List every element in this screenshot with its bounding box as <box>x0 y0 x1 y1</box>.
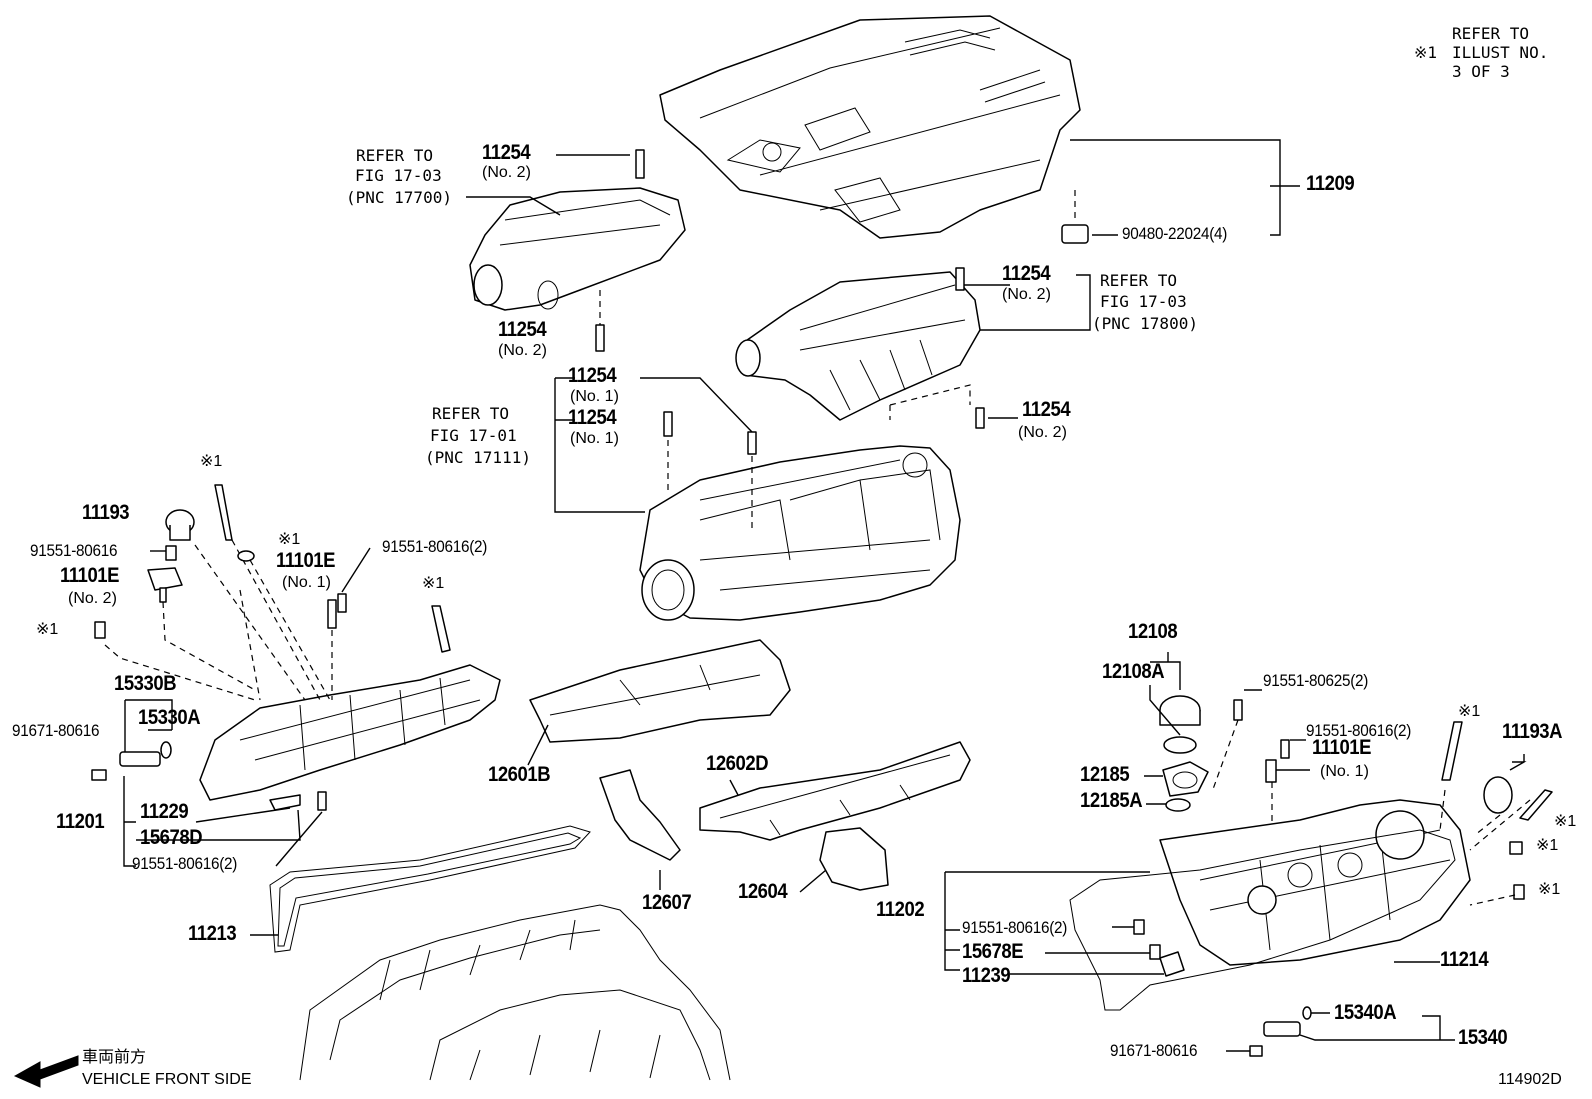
part-11254-no2-a-sub: (No. 2) <box>482 164 531 181</box>
ref-17700-line2: FIG 17-03 <box>355 166 442 185</box>
note-mark-8: ※1 <box>1538 881 1561 898</box>
part-12185[interactable]: 12185 <box>1080 763 1130 786</box>
part-11101E-no2[interactable]: 11101E <box>60 564 120 587</box>
intake-manifold-drawing <box>639 445 961 621</box>
part-11254-no2-b-sub: (No. 2) <box>1002 286 1051 303</box>
part-91671-80616-b[interactable]: 91671-80616 <box>1110 1041 1198 1060</box>
note-mark-4: ※1 <box>36 621 59 638</box>
part-11254-no2-d-sub: (No. 2) <box>1018 424 1067 441</box>
note-mark-1: ※1 <box>200 453 223 470</box>
head-cover-left-drawing <box>199 664 501 801</box>
part-12604[interactable]: 12604 <box>738 880 788 903</box>
note-mark: ※1 <box>1414 43 1438 62</box>
part-11213[interactable]: 11213 <box>188 922 237 945</box>
part-15678D[interactable]: 15678D <box>140 826 203 849</box>
note-mark-6: ※1 <box>1554 813 1577 830</box>
part-11254-no1-b[interactable]: 11254 <box>568 406 617 429</box>
part-11101E-no1-b-sub: (No. 1) <box>1320 763 1369 780</box>
part-11254-no2-c[interactable]: 11254 <box>498 318 547 341</box>
part-11254-no2-b[interactable]: 11254 <box>1002 262 1051 285</box>
note-line2: ILLUST NO. <box>1452 43 1549 62</box>
ref-17800-line3: (PNC 17800) <box>1092 314 1198 333</box>
part-11239[interactable]: 11239 <box>962 964 1011 987</box>
part-12185A[interactable]: 12185A <box>1080 789 1143 812</box>
part-12607[interactable]: 12607 <box>642 891 692 914</box>
part-91671-80616-a[interactable]: 91671-80616 <box>12 721 100 740</box>
ref-17111-line3: (PNC 17111) <box>425 448 531 467</box>
ref-17700-line3: (PNC 17700) <box>346 188 452 207</box>
part-11101E-no1-b[interactable]: 11101E <box>1312 736 1372 759</box>
vehicle-front-arrow-icon <box>13 1055 79 1088</box>
part-91551-80616-2-a[interactable]: 91551-80616(2) <box>382 537 488 556</box>
part-15678E[interactable]: 15678E <box>962 940 1024 963</box>
part-90480-22024[interactable]: 90480-22024(4) <box>1122 224 1228 243</box>
engine-cover-drawing <box>659 15 1081 239</box>
part-11229[interactable]: 11229 <box>140 800 189 823</box>
part-11101E-no1-a[interactable]: 11101E <box>276 549 336 572</box>
note-mark-3: ※1 <box>422 575 445 592</box>
intake-right-drawing <box>735 271 981 421</box>
part-15340A[interactable]: 15340A <box>1334 1001 1397 1024</box>
part-12601B[interactable]: 12601B <box>488 763 551 786</box>
part-11101E-no1-a-sub: (No. 1) <box>282 574 331 591</box>
intake-left-drawing <box>469 187 686 311</box>
part-11254-no2-d[interactable]: 11254 <box>1022 398 1071 421</box>
part-11254-no2-c-sub: (No. 2) <box>498 342 547 359</box>
part-91551-80616-2-c[interactable]: 91551-80616(2) <box>1306 721 1412 740</box>
part-12602D[interactable]: 12602D <box>706 752 769 775</box>
note-line1: REFER TO <box>1452 24 1530 43</box>
part-91551-80616-a[interactable]: 91551-80616 <box>30 541 118 560</box>
part-15330B[interactable]: 15330B <box>114 672 177 695</box>
part-11202[interactable]: 11202 <box>876 898 925 921</box>
part-12108[interactable]: 12108 <box>1128 620 1178 643</box>
ref-17700-line1: REFER TO <box>356 146 434 165</box>
note-line3: 3 OF 3 <box>1452 62 1510 81</box>
ref-17111-line1: REFER TO <box>432 404 510 423</box>
part-11254-no2-a[interactable]: 11254 <box>482 141 531 164</box>
part-11193[interactable]: 11193 <box>82 501 130 524</box>
part-11214[interactable]: 11214 <box>1440 948 1489 971</box>
part-11254-no1-a[interactable]: 11254 <box>568 364 617 387</box>
part-91551-80625-2[interactable]: 91551-80625(2) <box>1263 671 1369 690</box>
ref-17800-line2: FIG 17-03 <box>1100 292 1187 311</box>
part-91551-80616-2-d[interactable]: 91551-80616(2) <box>962 918 1068 937</box>
part-11254-no1-a-sub: (No. 1) <box>570 388 619 405</box>
part-11101E-no2-sub: (No. 2) <box>68 590 117 607</box>
part-15340[interactable]: 15340 <box>1458 1026 1508 1049</box>
part-91551-80616-2-b[interactable]: 91551-80616(2) <box>132 854 238 873</box>
part-11254-no1-b-sub: (No. 1) <box>570 430 619 447</box>
part-11209[interactable]: 11209 <box>1306 172 1355 195</box>
part-11193A[interactable]: 11193A <box>1502 720 1563 743</box>
note-mark-7: ※1 <box>1536 837 1559 854</box>
vehicle-front-jp: 車両前方 <box>82 1049 147 1066</box>
ref-17800-line1: REFER TO <box>1100 271 1178 290</box>
part-15330A[interactable]: 15330A <box>138 706 201 729</box>
note-mark-5: ※1 <box>1458 703 1481 720</box>
note-mark-2: ※1 <box>278 531 301 548</box>
engine-block-drawing <box>299 904 731 1081</box>
head-cover-right-drawing <box>1159 799 1471 966</box>
ref-17111-line2: FIG 17-01 <box>430 426 517 445</box>
vehicle-front-en: VEHICLE FRONT SIDE <box>82 1071 252 1088</box>
part-12108A[interactable]: 12108A <box>1102 660 1165 683</box>
part-11201[interactable]: 11201 <box>56 810 105 833</box>
illustration-number: 114902D <box>1498 1071 1562 1088</box>
